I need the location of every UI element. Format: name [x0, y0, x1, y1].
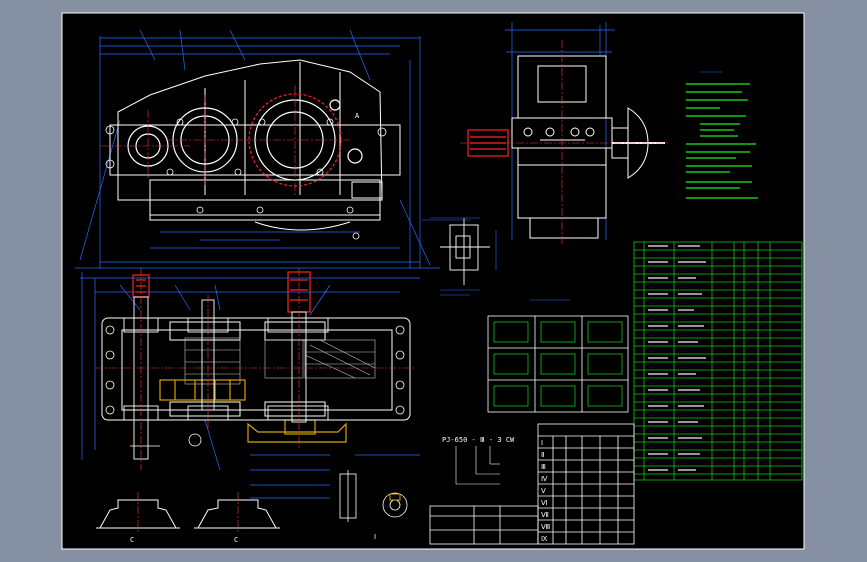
detail-view-small[interactable]	[430, 217, 497, 291]
roman-row-9: Ⅸ	[541, 535, 548, 543]
roman-row-labels: Ⅰ Ⅱ Ⅲ Ⅳ Ⅴ Ⅵ Ⅶ Ⅷ Ⅸ	[541, 439, 550, 543]
model-code-text: PJ-650 - Ⅲ - 3 CW	[442, 436, 515, 444]
front-view-arrow-label: A	[355, 112, 360, 120]
roman-row-3: Ⅲ	[541, 463, 546, 471]
parts-list[interactable]	[633, 241, 803, 481]
roman-row-5: Ⅴ	[541, 487, 546, 495]
front-view[interactable]: A	[75, 29, 440, 269]
roman-row-8: Ⅷ	[541, 523, 550, 531]
drawing-sheet	[61, 12, 805, 550]
configuration-grid[interactable]	[487, 315, 629, 413]
gear-data-table[interactable]	[537, 423, 635, 545]
configuration-cells	[493, 321, 623, 407]
parts-list-entries	[648, 245, 706, 471]
section-label-c-left: C	[130, 536, 134, 544]
annotation-leaders	[422, 71, 722, 301]
front-view-dimensions	[75, 29, 440, 269]
plan-small-details	[130, 433, 408, 522]
roman-row-2: Ⅱ	[541, 451, 544, 459]
technical-requirements-block	[686, 83, 758, 199]
side-view[interactable]	[460, 22, 670, 245]
plan-centerlines	[95, 268, 415, 470]
roman-row-6: Ⅵ	[541, 499, 547, 507]
plan-view[interactable]	[80, 268, 420, 522]
section-label-detail: Ⅰ	[374, 533, 376, 541]
section-label-c-right: C	[234, 536, 238, 544]
roman-row-7: Ⅶ	[541, 511, 549, 519]
front-housing	[109, 59, 401, 231]
roman-row-1: Ⅰ	[541, 439, 543, 447]
section-views-bottom[interactable]: C C Ⅰ	[96, 492, 376, 544]
front-bolts	[105, 118, 387, 240]
roman-row-4: Ⅳ	[541, 475, 548, 483]
model-code: PJ-650 - Ⅲ - 3 CW	[442, 436, 515, 485]
title-block[interactable]	[429, 505, 539, 545]
plan-small-gold-detail	[389, 493, 401, 501]
side-centerline	[460, 40, 670, 245]
plan-hatched-gears	[184, 337, 376, 385]
plan-bolts	[105, 325, 405, 415]
plan-gold-parts	[159, 379, 347, 443]
front-centerlines	[100, 85, 350, 195]
